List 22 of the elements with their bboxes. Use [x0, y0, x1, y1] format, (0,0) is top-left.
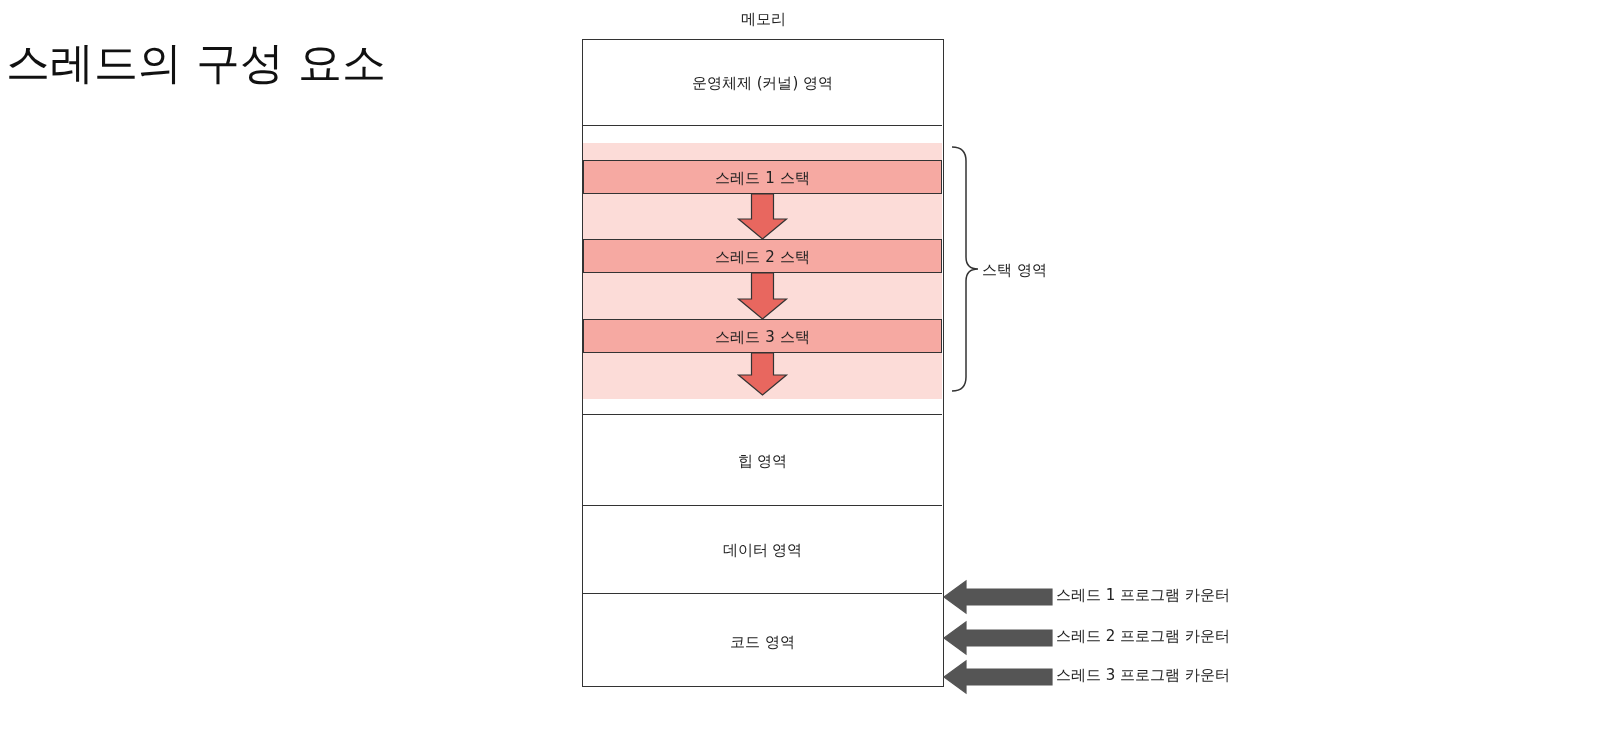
segment-label: 스레드 1 스택	[715, 168, 810, 188]
block-arrow	[736, 272, 789, 320]
block-arrow	[736, 352, 789, 396]
segment-label: 스레드 3 스택	[715, 327, 810, 347]
block-arrow	[942, 579, 1053, 615]
counter-label: 스레드 2 프로그램 카운터	[1056, 627, 1230, 646]
segment-label: 데이터 영역	[722, 540, 803, 560]
counter-label: 스레드 1 프로그램 카운터	[1056, 586, 1230, 605]
segment-label: 스레드 2 스택	[715, 247, 810, 267]
block-arrow	[736, 193, 789, 240]
block-arrow	[942, 659, 1053, 695]
stack-bar	[583, 160, 942, 194]
block-arrow	[942, 620, 1053, 656]
segment-label: 코드 영역	[730, 632, 795, 651]
stack-bar	[583, 319, 942, 353]
stack-bar	[583, 239, 942, 273]
segment-label: 힙 영역	[737, 451, 788, 470]
segment-label: 운영체제 (커널) 영역	[691, 73, 834, 93]
brace-label: 스택 영역	[982, 261, 1047, 280]
title: 스레드의 구성 요소	[6, 36, 386, 90]
memory-heading: 메모리	[740, 10, 786, 29]
counter-label: 스레드 3 프로그램 카운터	[1056, 666, 1230, 685]
